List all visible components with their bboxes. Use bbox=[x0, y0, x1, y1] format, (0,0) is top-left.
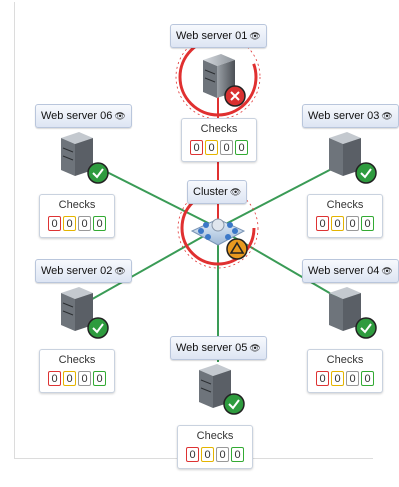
checks-critical-count[interactable]: 0 bbox=[190, 140, 203, 155]
eye-icon[interactable]: 👁 bbox=[381, 266, 393, 276]
ws01-status-critical-icon bbox=[224, 85, 246, 112]
node-name: Web server 05 bbox=[176, 342, 248, 354]
ws02-checks-panel[interactable]: Checks 0 0 0 0 bbox=[39, 349, 115, 393]
ws06-checks-panel[interactable]: Checks 0 0 0 0 bbox=[39, 194, 115, 238]
eye-icon[interactable]: 👁 bbox=[229, 187, 242, 197]
node-name: Web server 01 bbox=[176, 30, 248, 42]
ws04-server[interactable] bbox=[321, 285, 369, 342]
checks-critical-count[interactable]: 0 bbox=[48, 216, 61, 231]
checks-ok-count[interactable]: 0 bbox=[231, 447, 244, 462]
eye-icon[interactable]: 👁 bbox=[249, 343, 261, 353]
node-name: Web server 04 bbox=[308, 265, 380, 277]
ws03-status-ok-icon bbox=[355, 162, 377, 189]
edge-cluster-ws02 bbox=[86, 227, 219, 303]
checks-unknown-count[interactable]: 0 bbox=[216, 447, 229, 462]
checks-title: Checks bbox=[196, 430, 234, 442]
checks-ok-count[interactable]: 0 bbox=[235, 140, 248, 155]
checks-warning-count[interactable]: 0 bbox=[205, 140, 218, 155]
checks-title: Checks bbox=[58, 199, 96, 211]
eye-icon[interactable]: 👁 bbox=[114, 111, 126, 121]
eye-icon[interactable]: 👁 bbox=[381, 111, 393, 121]
node-name: Web server 03 bbox=[308, 110, 380, 122]
checks-unknown-count[interactable]: 0 bbox=[346, 216, 359, 231]
node-label-ws05[interactable]: Web server 05👁 bbox=[170, 336, 267, 360]
node-name: Web server 02 bbox=[41, 265, 113, 277]
ws06-status-ok-icon bbox=[87, 162, 109, 189]
cluster-icon bbox=[190, 218, 246, 246]
checks-unknown-count[interactable]: 0 bbox=[346, 371, 359, 386]
node-label-cluster[interactable]: Cluster👁 bbox=[187, 180, 248, 204]
ws05-checks-panel[interactable]: Checks 0 0 0 0 bbox=[177, 425, 253, 469]
edge-cluster-ws06 bbox=[86, 161, 219, 229]
node-name: Web server 06 bbox=[41, 110, 113, 122]
checks-critical-count[interactable]: 0 bbox=[48, 371, 61, 386]
node-label-ws01[interactable]: Web server 01👁 bbox=[170, 24, 267, 48]
checks-unknown-count[interactable]: 0 bbox=[78, 216, 91, 231]
cluster-node[interactable] bbox=[186, 205, 250, 258]
checks-unknown-count[interactable]: 0 bbox=[78, 371, 91, 386]
topology-canvas[interactable]: Web server 01👁 Checks 0 0 bbox=[14, 2, 399, 469]
checks-ok-count[interactable]: 0 bbox=[93, 371, 106, 386]
edges-layer bbox=[86, 34, 346, 362]
checks-unknown-count[interactable]: 0 bbox=[220, 140, 233, 155]
ws03-server[interactable] bbox=[321, 130, 369, 187]
checks-warning-count[interactable]: 0 bbox=[331, 216, 344, 231]
checks-critical-count[interactable]: 0 bbox=[316, 371, 329, 386]
node-label-ws03[interactable]: Web server 03👁 bbox=[302, 104, 399, 128]
topology-view: Web server 01👁 Checks 0 0 bbox=[14, 2, 399, 469]
edge-cluster-ws03 bbox=[217, 161, 346, 229]
ws02-server[interactable] bbox=[53, 285, 101, 342]
checks-critical-count[interactable]: 0 bbox=[186, 447, 199, 462]
checks-ok-count[interactable]: 0 bbox=[93, 216, 106, 231]
checks-title: Checks bbox=[200, 123, 238, 135]
checks-title: Checks bbox=[58, 354, 96, 366]
server-icon bbox=[61, 287, 93, 331]
checks-ok-count[interactable]: 0 bbox=[361, 216, 374, 231]
server-icon bbox=[329, 132, 361, 176]
checks-warning-count[interactable]: 0 bbox=[63, 216, 76, 231]
ws04-checks-panel[interactable]: Checks 0 0 0 0 bbox=[307, 349, 383, 393]
checks-warning-count[interactable]: 0 bbox=[63, 371, 76, 386]
cluster-status-ring-thin bbox=[177, 187, 259, 269]
node-name: Cluster bbox=[193, 186, 228, 198]
cluster-status-warning-icon bbox=[226, 238, 248, 265]
ws01-checks-panel[interactable]: Checks 0 0 0 0 bbox=[181, 118, 257, 162]
eye-icon[interactable]: 👁 bbox=[114, 266, 126, 276]
ws03-checks-panel[interactable]: Checks 0 0 0 0 bbox=[307, 194, 383, 238]
node-label-ws02[interactable]: Web server 02👁 bbox=[35, 259, 132, 283]
checks-title: Checks bbox=[326, 354, 364, 366]
ws05-status-ok-icon bbox=[223, 393, 245, 420]
ws06-server[interactable] bbox=[53, 130, 101, 187]
checks-critical-count[interactable]: 0 bbox=[316, 216, 329, 231]
eye-icon[interactable]: 👁 bbox=[249, 31, 261, 41]
server-icon bbox=[329, 287, 361, 331]
checks-title: Checks bbox=[326, 199, 364, 211]
ws02-status-ok-icon bbox=[87, 317, 109, 344]
ws04-status-ok-icon bbox=[355, 317, 377, 344]
checks-warning-count[interactable]: 0 bbox=[201, 447, 214, 462]
node-label-ws04[interactable]: Web server 04👁 bbox=[302, 259, 399, 283]
node-label-ws06[interactable]: Web server 06👁 bbox=[35, 104, 132, 128]
server-icon bbox=[61, 132, 93, 176]
checks-ok-count[interactable]: 0 bbox=[361, 371, 374, 386]
checks-warning-count[interactable]: 0 bbox=[331, 371, 344, 386]
